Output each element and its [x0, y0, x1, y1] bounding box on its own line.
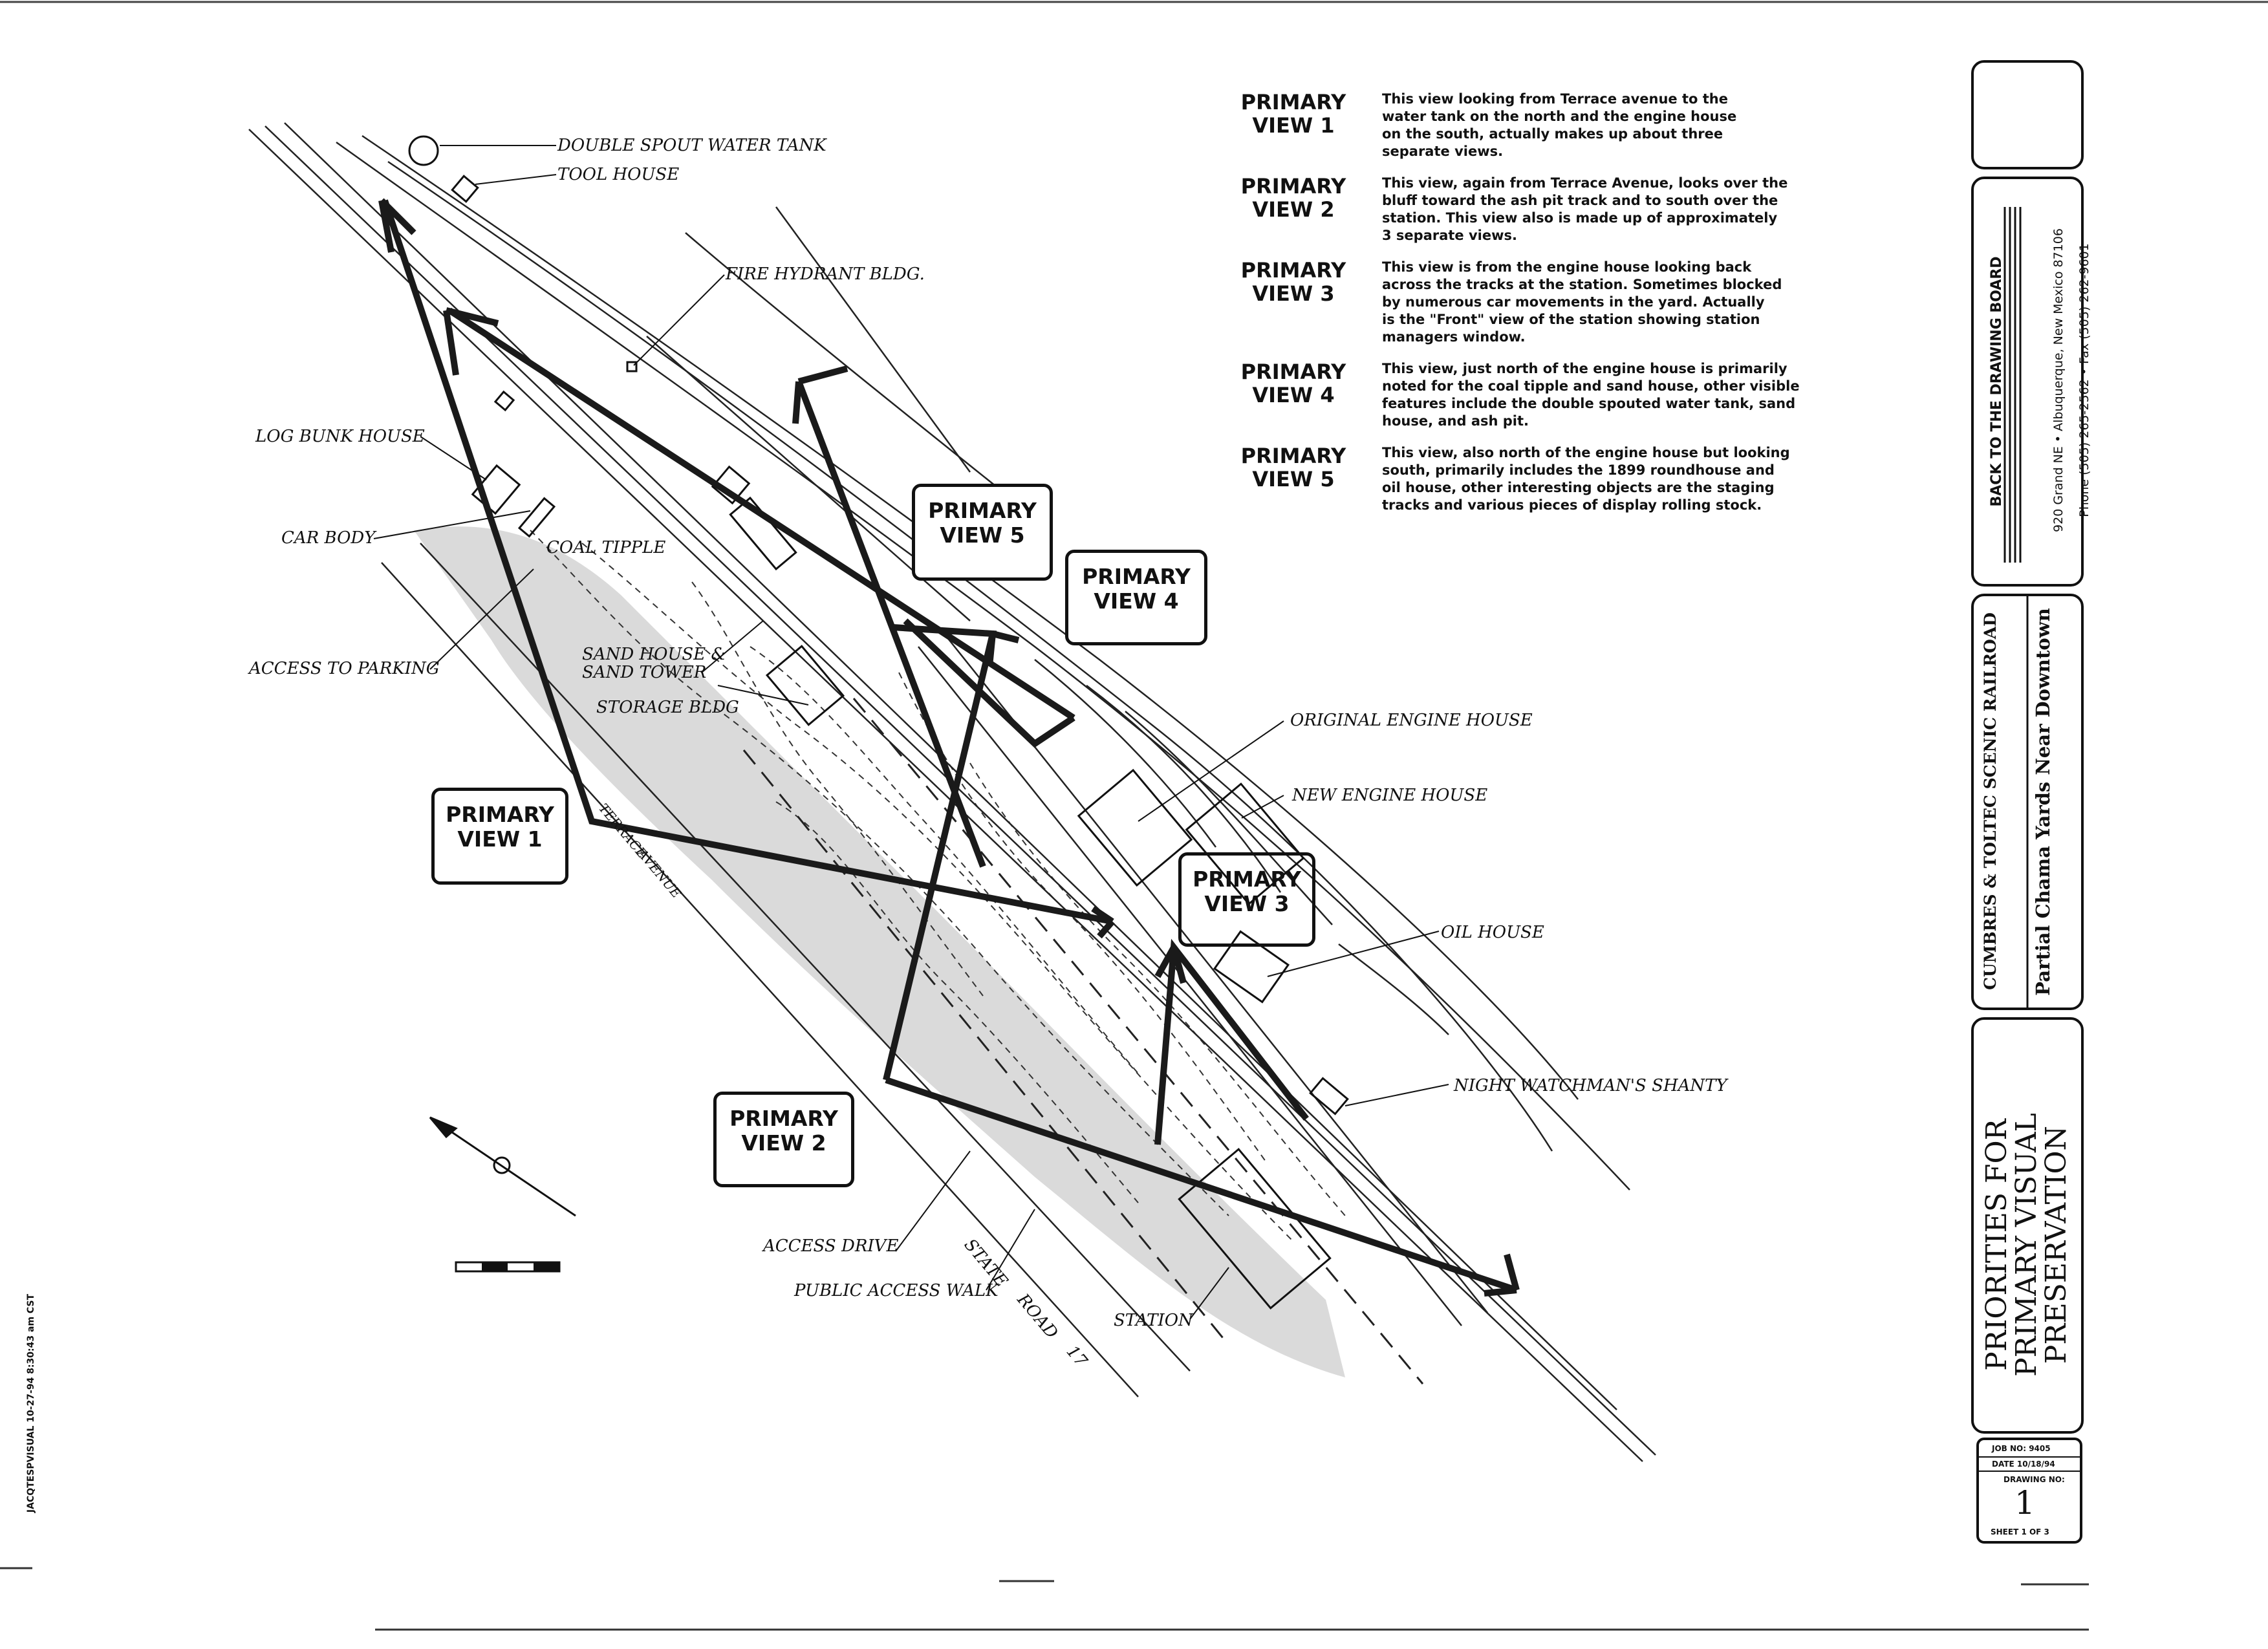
label-water-tank: DOUBLE SPOUT WATER TANK	[557, 136, 827, 155]
view-4-line	[448, 307, 1075, 721]
note-text: This view, just north of the engine hous…	[1382, 361, 1800, 429]
view-2-arrow-north	[1154, 945, 1187, 984]
label-car-body: CAR BODY	[281, 528, 377, 548]
label-station: STATION	[1114, 1311, 1194, 1330]
state-road-17	[381, 543, 1191, 1397]
label-sand-tower: SAND TOWER	[582, 663, 706, 682]
box-line2: VIEW 1	[457, 826, 543, 852]
note-text: This view is from the engine house looki…	[1382, 259, 1782, 345]
water-tank-icon	[408, 135, 439, 166]
box-line1: PRIMARY	[928, 498, 1037, 523]
firm-name: BACK TO THE DRAWING BOARD	[1989, 256, 2005, 507]
view-1-lines	[382, 199, 1113, 925]
box-line1: PRIMARY	[729, 1106, 838, 1131]
shaded-terrain	[414, 526, 1345, 1378]
view-3-arrow	[986, 630, 1020, 667]
label-new-engine-house: NEW ENGINE HOUSE	[1291, 786, 1487, 805]
primary-view-2-box: PRIMARY VIEW 2	[713, 1092, 854, 1187]
coal-tipple-footprint	[711, 465, 751, 505]
note-text: This view looking from Terrace avenue to…	[1382, 91, 1737, 159]
title-line-3: PRESERVATION	[2040, 1125, 2073, 1364]
primary-view-5-box: PRIMARY VIEW 5	[912, 484, 1053, 581]
label-sand-house: SAND HOUSE &	[582, 645, 726, 664]
tool-house-footprint	[451, 175, 479, 203]
label-access-to-parking: ACCESS TO PARKING	[248, 659, 440, 678]
box-line2: VIEW 5	[940, 523, 1025, 548]
label-night-watchmans-shanty: NIGHT WATCHMAN'S SHANTY	[1453, 1076, 1729, 1095]
note-text: This view, also north of the engine hous…	[1382, 445, 1790, 513]
north-arrow-icon	[429, 1116, 576, 1217]
view-1-arrow-south	[1091, 905, 1115, 939]
note-text: This view, again from Terrace Avenue, lo…	[1382, 175, 1788, 243]
label-oil-house: OIL HOUSE	[1441, 923, 1544, 942]
view-5-tail	[903, 618, 1075, 748]
label-road-number: 17	[1063, 1342, 1092, 1371]
label-road: ROAD	[1013, 1289, 1061, 1342]
scale-bar-icon	[455, 1261, 561, 1273]
job-number: JOB NO: 9405	[1992, 1444, 2051, 1453]
night-watchman-shanty-footprint	[1309, 1077, 1349, 1116]
drawing-no-label: DRAWING NO:	[2003, 1475, 2065, 1484]
title-line-2: PRIMARY VISUAL	[2010, 1113, 2043, 1377]
view-2-arrow	[1484, 1253, 1520, 1297]
fire-hydrant-bldg-footprint	[626, 361, 638, 372]
label-storage-bldg: STORAGE BLDG	[596, 698, 739, 717]
primary-view-sight-lines	[378, 198, 1520, 1297]
box-line2: VIEW 2	[741, 1130, 826, 1156]
firm-phone: Phone (505) 265-2562 • Fax (505) 262-960…	[2077, 243, 2091, 517]
title-block-frame	[1971, 60, 2084, 1544]
car-body-footprint	[517, 497, 556, 538]
primary-view-3-box: PRIMARY VIEW 3	[1178, 852, 1315, 947]
view-5-line	[795, 380, 986, 868]
box-line2: VIEW 3	[1204, 891, 1290, 916]
label-tool-house: TOOL HOUSE	[557, 165, 679, 184]
label-public-access-walk: PUBLIC ACCESS WALK	[794, 1281, 999, 1300]
label-log-bunk-house: LOG BUNK HOUSE	[255, 427, 425, 446]
plot-stamp: JACQTESPVISUAL 10-27-94 8:30:43 am CST	[26, 1293, 36, 1513]
railroad-tracks	[248, 122, 1656, 1462]
box-line1: PRIMARY	[1082, 564, 1191, 589]
new-engine-house-footprint	[1185, 782, 1305, 905]
station-footprint	[1178, 1148, 1332, 1310]
view-5-arrow	[792, 365, 848, 424]
title-line-1: PRIORITIES FOR	[1980, 1119, 2013, 1371]
firm-address: 920 Grand NE • Albuquerque, New Mexico 8…	[2051, 228, 2066, 532]
sheet-number: SHEET 1 OF 3	[1991, 1527, 2049, 1536]
oil-house-footprint	[1213, 930, 1290, 1004]
box-line2: VIEW 4	[1094, 588, 1179, 614]
primary-view-4-box: PRIMARY VIEW 4	[1065, 550, 1207, 645]
primary-view-1-box: PRIMARY VIEW 1	[431, 788, 568, 885]
drawing-subtitle: Partial Chama Yards Near Downtown	[2032, 608, 2054, 996]
view-1-arrow-north	[378, 198, 416, 253]
drawing-date: DATE 10/18/94	[1992, 1460, 2055, 1469]
label-access-drive: ACCESS DRIVE	[762, 1236, 898, 1256]
bottom-margin-lines	[0, 1567, 2089, 1631]
label-avenue: AVENUE	[634, 845, 685, 901]
view-4-arrow	[443, 307, 499, 376]
drawing-title: PRIORITIES FOR PRIMARY VISUAL PRESERVATI…	[1980, 1051, 2073, 1439]
leader-lines	[373, 145, 1449, 1320]
drawing-number: 1	[2014, 1484, 2035, 1522]
buildings	[408, 135, 1349, 1310]
box-line1: PRIMARY	[446, 802, 554, 827]
small-shed-footprint	[493, 390, 515, 412]
label-coal-tipple: COAL TIPPLE	[546, 538, 665, 557]
box-line1: PRIMARY	[1193, 867, 1301, 892]
label-original-engine-house: ORIGINAL ENGINE HOUSE	[1290, 711, 1533, 730]
view-2-line-south	[885, 1077, 1518, 1293]
label-fire-hydrant-bldg: FIRE HYDRANT BLDG.	[725, 264, 925, 284]
railroad-name: CUMBRES & TOLTEC SCENIC RAILROAD	[1981, 612, 2000, 990]
